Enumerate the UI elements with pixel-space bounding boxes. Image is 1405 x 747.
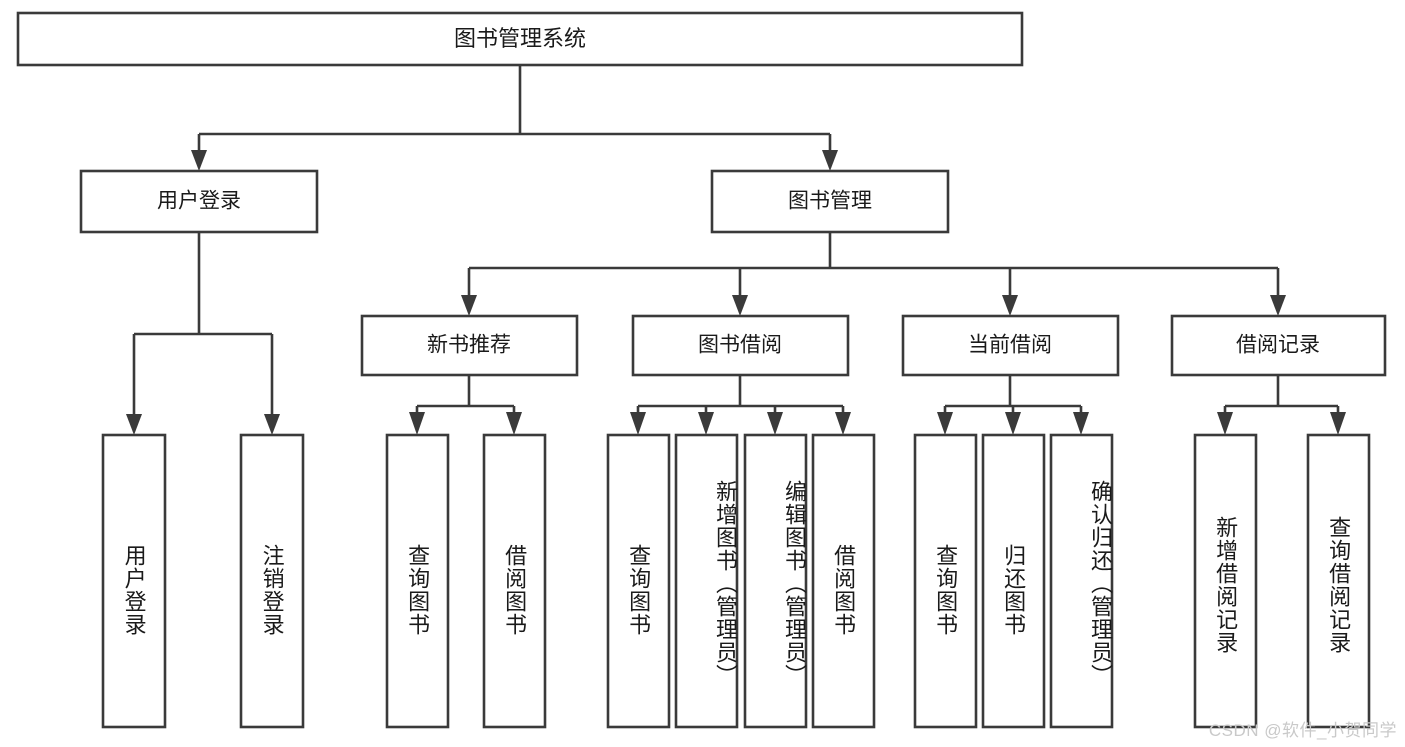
arrow-head-icon <box>409 412 425 435</box>
node-box-leaf-query-borrow-rec[interactable] <box>1306 433 1371 729</box>
arrow-head-icon <box>732 295 748 316</box>
node-current-borrow[interactable]: 当前借阅 <box>901 314 1120 377</box>
node-label-book-manage: 图书管理 <box>788 190 872 213</box>
node-label-user-login: 用户登录 <box>157 190 241 213</box>
node-box-leaf-query-book-1[interactable] <box>385 433 450 729</box>
node-book-manage[interactable]: 图书管理 <box>710 169 950 234</box>
node-box-book-manage[interactable] <box>710 169 950 234</box>
node-label-current-borrow: 当前借阅 <box>968 334 1052 357</box>
arrow-head-icon <box>822 150 838 171</box>
arrow-head-icon <box>264 414 280 435</box>
node-box-leaf-add-borrow-rec[interactable] <box>1193 433 1258 729</box>
connector-newbook-to-leaves <box>409 375 522 435</box>
node-user-login[interactable]: 用户登录 <box>79 169 319 234</box>
connector-bookmanage-to-level3 <box>461 232 1286 316</box>
node-box-leaf-return-book[interactable] <box>981 433 1046 729</box>
node-box-leaf-edit-book-admin[interactable] <box>743 433 808 729</box>
node-box-leaf-user-login[interactable] <box>101 433 167 729</box>
leaf-boxes <box>101 433 1371 729</box>
connector-userlogin-to-leaves <box>126 232 280 435</box>
arrow-head-icon <box>630 412 646 435</box>
arrow-head-icon <box>1330 412 1346 435</box>
node-box-leaf-borrow-book-2[interactable] <box>811 433 876 729</box>
node-box-leaf-query-book-2[interactable] <box>606 433 671 729</box>
node-label-borrow-record: 借阅记录 <box>1236 334 1320 357</box>
node-box-current-borrow[interactable] <box>901 314 1120 377</box>
arrow-head-icon <box>461 295 477 316</box>
node-new-book-recommend[interactable]: 新书推荐 <box>360 314 579 377</box>
arrow-head-icon <box>835 412 851 435</box>
node-box-borrow-record[interactable] <box>1170 314 1387 377</box>
node-box-leaf-add-book-admin[interactable] <box>674 433 739 729</box>
node-label-new-book-recommend: 新书推荐 <box>427 334 511 357</box>
arrow-head-icon <box>191 150 207 171</box>
arrow-head-icon <box>1073 412 1089 435</box>
arrow-head-icon <box>767 412 783 435</box>
connector-root-to-level2 <box>191 65 838 171</box>
arrow-head-icon <box>698 412 714 435</box>
node-box-leaf-borrow-book-1[interactable] <box>482 433 547 729</box>
arrow-head-icon <box>1217 412 1233 435</box>
node-box-new-book-recommend[interactable] <box>360 314 579 377</box>
node-box-root[interactable] <box>16 11 1024 67</box>
connector-currentborrow-to-leaves <box>937 375 1089 435</box>
connector-borrowrecord-to-leaves <box>1217 375 1346 435</box>
node-box-leaf-logout-login[interactable] <box>239 433 305 729</box>
node-box-leaf-confirm-return[interactable] <box>1049 433 1114 729</box>
arrow-head-icon <box>1002 295 1018 316</box>
node-box-book-borrow[interactable] <box>631 314 850 377</box>
arrow-head-icon <box>1270 295 1286 316</box>
arrow-head-icon <box>506 412 522 435</box>
arrow-head-icon <box>1005 412 1021 435</box>
connector-bookborrow-to-leaves <box>630 375 851 435</box>
arrow-head-icon <box>937 412 953 435</box>
node-label-root: 图书管理系统 <box>454 26 586 51</box>
node-borrow-record[interactable]: 借阅记录 <box>1170 314 1387 377</box>
node-box-user-login[interactable] <box>79 169 319 234</box>
csdn-watermark: CSDN @软件_小贺同学 <box>1208 721 1397 740</box>
arrow-head-icon <box>126 414 142 435</box>
node-root[interactable]: 图书管理系统 <box>16 11 1024 67</box>
node-box-leaf-query-book-3[interactable] <box>913 433 978 729</box>
node-label-book-borrow: 图书借阅 <box>698 334 782 357</box>
node-book-borrow[interactable]: 图书借阅 <box>631 314 850 377</box>
